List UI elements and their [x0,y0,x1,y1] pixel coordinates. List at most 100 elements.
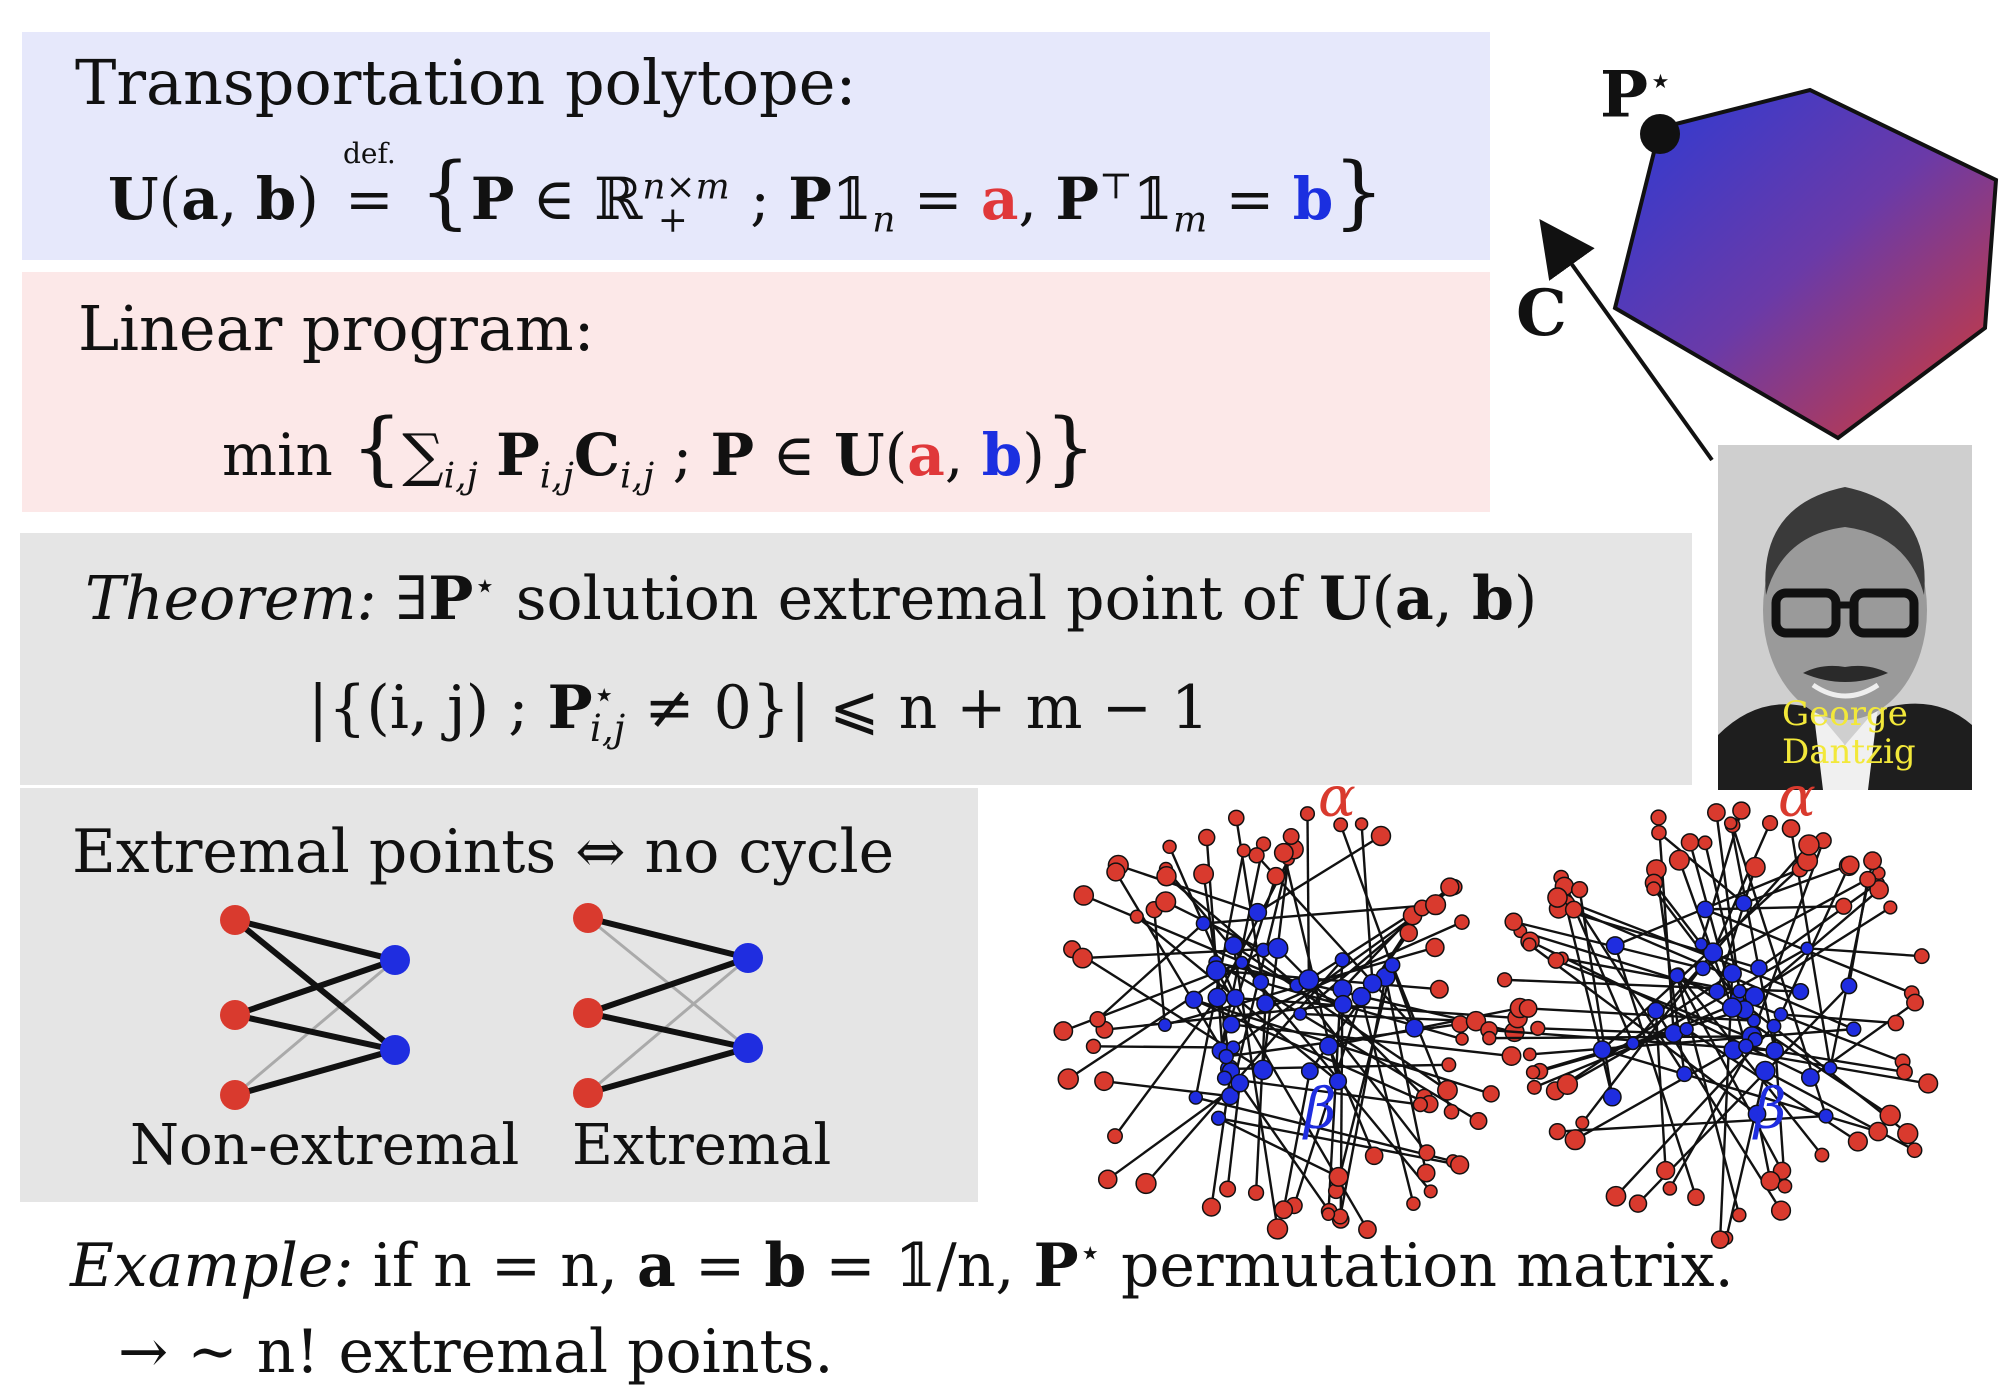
left-cloud-beta-point [1188,1090,1204,1105]
left-cloud-alpha-point [1425,937,1445,958]
right-cloud-alpha-point [1798,834,1820,856]
right-cloud-beta-point [1744,986,1765,1007]
pstar-vertex [1640,114,1680,154]
left-cloud-alpha-point [1197,828,1216,847]
right-cloud-transport-link [1715,812,1741,992]
left-cloud-alpha-point [1418,1144,1436,1162]
right-cloud-transport-link [1555,959,1756,1041]
left-cloud-alpha-point [1162,839,1177,854]
right-cloud-beta-point [1773,1007,1789,1022]
right-cloud-transport-link [1657,817,1675,1034]
right-cloud-beta-point [1791,982,1810,1001]
left-cloud-alpha-point [1465,1010,1487,1032]
left-cloud-beta-point [1293,1006,1308,1021]
right-cloud-alpha-point [1906,993,1924,1012]
right-cloud-alpha-point [1547,951,1565,969]
extremal-source-node [573,1078,603,1108]
right-cloud-beta-point [1754,1060,1776,1082]
polytope-shape [1612,87,1999,441]
right-cloud-alpha-point [1564,900,1583,919]
right-cloud-beta-point [1695,960,1711,977]
left-cloud-transport-link [1256,834,1382,914]
right-cloud-transport-link [1677,973,1823,1156]
right-cloud-transport-link [1750,840,1825,1037]
left-cloud-beta-point [1248,902,1268,922]
left-cloud-alpha-point [1273,842,1294,863]
right-cloud-alpha-point [1744,856,1766,878]
extremal-points-box [20,788,978,1202]
right-cloud-beta-point [1722,963,1742,984]
left-cloud-alpha-point [1455,1032,1469,1046]
left-cloud-alpha-point [1423,1184,1438,1199]
non-extremal-target-node [380,945,410,975]
theorem-box [20,533,1692,785]
right-cloud-alpha-point [1897,1122,1919,1145]
right-cloud-alpha-point [1628,1194,1648,1213]
right-cloud-transport-link [1678,859,1734,1009]
right-cloud-transport-link [1652,882,1703,945]
left-cloud-alpha-point [1332,1208,1349,1225]
right-cloud-alpha-point [1526,1079,1542,1095]
right-cloud-alpha-point [1710,1230,1730,1249]
left-cloud-transport-link [1114,871,1228,1058]
left-cloud-alpha-point [1429,979,1449,999]
left-cloud-alpha-point [1097,1169,1118,1190]
right-cloud-alpha-point [1662,1181,1678,1196]
right-cloud-beta-point [1694,937,1708,951]
left-cloud-transport-link [1334,964,1394,1192]
left-cloud-beta-point [1334,952,1351,968]
right-cloud-alpha-point [1525,1065,1541,1080]
left-cloud-transport-link [1360,996,1415,1204]
left-cloud-beta-point [1256,994,1275,1013]
right-cloud-transport-link [1729,822,1776,1051]
left-cloud-beta-point [1222,1015,1241,1034]
right-cloud-alpha-point [1650,809,1667,826]
right-cloud-beta-point [1702,942,1724,963]
transport-definition: U(a, b) def.= {P ∈ ℝn×m+ ; P𝟙n = a, P⊤𝟙m… [108,137,1385,241]
left-cloud-alpha-point [1094,1071,1114,1092]
non-extremal-heavy-edge [234,957,396,1018]
right-cloud-beta-point [1765,1041,1784,1060]
non-extremal-source-node [220,1080,250,1110]
right-cloud-alpha-point [1847,1131,1868,1152]
left-cloud-alpha-point [1155,891,1177,913]
left-cloud-alpha-point [1440,877,1460,897]
left-cloud-beta-point [1362,973,1383,994]
right-cloud-beta-point [1669,967,1685,984]
left-cloud-transport-link [1254,1003,1267,1193]
left-cloud-beta-point [1157,1018,1172,1032]
right-cloud-alpha-point [1918,1073,1939,1094]
non-extremal-label: Non-extremal [130,1113,520,1178]
alpha-label-right: α [1778,765,1816,830]
left-cloud-beta-point [1224,936,1244,956]
extremal-label: Extremal [572,1113,832,1178]
extremal-target-node [733,1033,763,1063]
left-cloud-transport-link [1107,1082,1241,1181]
left-cloud-alpha-point [1454,914,1470,930]
left-cloud-alpha-point [1135,1172,1157,1195]
left-cloud-beta-point [1384,956,1401,974]
left-cloud-beta-point [1300,1062,1319,1081]
right-cloud-alpha-point [1556,1073,1579,1096]
lp-title: Linear program: [78,292,595,365]
left-cloud-alpha-point [1248,847,1265,864]
left-cloud-alpha-point [1156,866,1177,887]
left-cloud-alpha-point [1266,1218,1289,1240]
left-cloud-transport-link [1093,1045,1234,1049]
right-cloud-alpha-point [1913,948,1930,965]
right-cloud-transport-link [1574,1049,1735,1141]
left-cloud-transport-link [1232,944,1449,1092]
right-cloud-beta-point [1647,1001,1665,1020]
right-cloud-beta-point [1823,1060,1838,1076]
left-cloud-alpha-point [1328,1166,1349,1187]
right-cloud-alpha-point [1687,1188,1705,1207]
left-cloud-transport-link [1255,854,1416,1029]
left-cloud-alpha-point [1072,947,1094,969]
extremal-source-node [573,998,603,1028]
non-extremal-source-node [220,1000,250,1030]
right-cloud-alpha-point [1656,1160,1676,1181]
right-cloud-transport-link [1528,943,1758,1115]
left-cloud-alpha-point [1282,827,1300,845]
right-cloud-alpha-point [1651,824,1667,841]
right-cloud-transport-link [1807,947,1922,958]
